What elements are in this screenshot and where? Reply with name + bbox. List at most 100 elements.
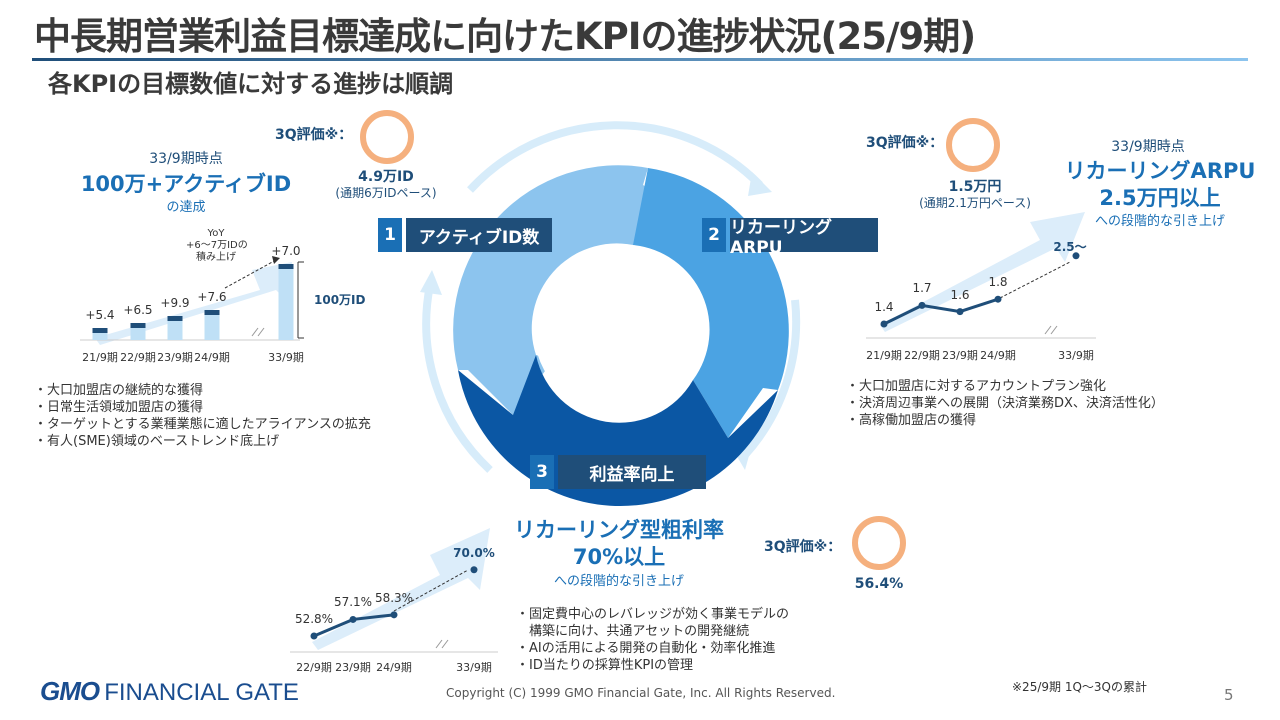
kpi2-point bbox=[918, 301, 926, 309]
kpi3-eval-label: 3Q評価※： bbox=[764, 539, 842, 555]
list-item: ・固定費中心のレバレッジが効く事業モデルの bbox=[516, 607, 790, 622]
step-3-tag: 3 利益率向上 bbox=[530, 455, 706, 489]
page-subtitle: 各KPIの目標数値に対する進捗は順調 bbox=[48, 70, 454, 98]
kpi1-bar bbox=[167, 316, 183, 340]
kpi2-target-sub: への段階的な引き上げ bbox=[1094, 214, 1225, 229]
step-3-label: 利益率向上 bbox=[558, 455, 706, 489]
kpi1-bar-increment bbox=[278, 264, 294, 269]
kpi2-point-label: 1.6 bbox=[950, 287, 970, 302]
kpi3-target-main-1: リカーリング型粗利率 bbox=[514, 518, 724, 542]
kpi2-line-chart bbox=[866, 212, 1096, 339]
step-3-number: 3 bbox=[530, 455, 554, 489]
kpi3-point bbox=[310, 632, 318, 640]
cycle-center-hole bbox=[534, 246, 702, 414]
list-item: ・大口加盟店に対するアカウントプラン強化 bbox=[846, 379, 1107, 394]
cycle-arrowhead-top bbox=[748, 172, 772, 196]
step-2-tag: 2 リカーリングARPU bbox=[702, 218, 878, 258]
list-item: ・高稼働加盟店の獲得 bbox=[846, 413, 977, 428]
kpi3-point-label: 57.1% bbox=[333, 595, 373, 610]
kpi2-point-label: 2.5～ bbox=[1053, 239, 1087, 254]
cycle-arc-left bbox=[422, 284, 493, 473]
kpi3-point-label: 58.3% bbox=[374, 590, 414, 605]
logo-gmo: GMO bbox=[40, 676, 100, 706]
kpi2-series-line bbox=[883, 297, 999, 326]
kpi3-x-label: 33/9期 bbox=[456, 661, 492, 674]
kpi2-point bbox=[956, 308, 964, 316]
kpi3-x-label: 24/9期 bbox=[376, 661, 412, 674]
kpi2-bullets: ・大口加盟店に対するアカウントプラン強化 ・決済周辺事業への展開（決済業務DX、… bbox=[846, 378, 1164, 429]
cycle-arc-right bbox=[742, 299, 801, 458]
kpi1-bar bbox=[204, 310, 220, 340]
logo-name: FINANCIAL GATE bbox=[104, 679, 299, 706]
kpi2-point bbox=[880, 320, 888, 328]
kpi1-eval-note: (通期6万IDペース) bbox=[335, 186, 437, 200]
kpi2-point bbox=[1072, 252, 1080, 260]
kpi2-target-main-1: リカーリングARPU bbox=[1064, 159, 1256, 183]
kpi3-eval-circle bbox=[852, 516, 906, 570]
kpi1-eval-label: 3Q評価※： bbox=[275, 127, 353, 143]
step-1-label: アクティブID数 bbox=[406, 218, 552, 252]
company-logo: GMO FINANCIAL GATE bbox=[40, 676, 299, 707]
list-item: ・大口加盟店の継続的な獲得 bbox=[34, 383, 204, 398]
kpi1-bar-increment bbox=[130, 323, 146, 328]
kpi3-x-label: 22/9期 bbox=[296, 661, 332, 674]
kpi3-eval-value: 56.4% bbox=[854, 576, 904, 592]
kpi1-x-label: 24/9期 bbox=[194, 351, 230, 364]
kpi2-growth-arrow bbox=[880, 212, 1085, 332]
kpi1-bar-increment bbox=[204, 310, 220, 315]
kpi1-eval-value: 4.9万ID bbox=[358, 169, 414, 185]
kpi2-x-label: 33/9期 bbox=[1058, 349, 1094, 362]
kpi2-eval-note: (通期2.1万円ペース) bbox=[919, 196, 1031, 210]
footnote: ※25/9期 1Q～3Qの累計 bbox=[1012, 680, 1147, 694]
kpi3-target-main-2: 70%以上 bbox=[572, 545, 666, 569]
kpi1-bar-label: +7.0 bbox=[271, 244, 301, 258]
kpi1-bar-increment bbox=[92, 328, 108, 333]
step-1-number: 1 bbox=[378, 218, 402, 252]
kpi1-x-label: 21/9期 bbox=[82, 351, 118, 364]
kpi2-point bbox=[994, 295, 1002, 303]
list-item: ・日常生活領域加盟店の獲得 bbox=[34, 400, 204, 415]
kpi1-yoy-note: YoY+6～7万IDの積み上げ bbox=[186, 228, 248, 263]
kpi1-x-label: 33/9期 bbox=[268, 351, 304, 364]
kpi3-point bbox=[349, 615, 357, 623]
kpi1-bar-label: +7.6 bbox=[197, 290, 227, 304]
list-item: ・有人(SME)領域のベーストレンド底上げ bbox=[34, 434, 280, 449]
kpi3-point bbox=[470, 566, 478, 574]
list-item: ・決済周辺事業への展開（決済業務DX、決済活性化） bbox=[846, 396, 1164, 411]
kpi2-x-label: 24/9期 bbox=[980, 349, 1016, 362]
kpi1-x-label: 23/9期 bbox=[157, 351, 193, 364]
list-item: ・ID当たりの採算性KPIの管理 bbox=[516, 658, 694, 673]
page-title: 中長期営業利益目標達成に向けたKPIの進捗状況(25/9期) bbox=[34, 15, 976, 58]
kpi2-x-label: 21/9期 bbox=[866, 349, 902, 362]
copyright: Copyright (C) 1999 GMO Financial Gate, I… bbox=[446, 686, 836, 700]
list-item: 構築に向け、共通アセットの開発継続 bbox=[516, 624, 750, 639]
kpi1-x-label: 22/9期 bbox=[120, 351, 156, 364]
kpi2-eval-circle bbox=[946, 118, 1000, 172]
step-1-tag: 1 アクティブID数 bbox=[378, 218, 552, 252]
kpi2-target-main-2: 2.5万円以上 bbox=[1099, 186, 1221, 210]
kpi3-point-label: 70.0% bbox=[453, 545, 495, 560]
cycle-arc-top bbox=[467, 121, 763, 193]
kpi2-point-label: 1.4 bbox=[874, 300, 894, 314]
kpi2-point-label: 1.7 bbox=[912, 281, 932, 296]
kpi2-target-period: 33/9期時点 bbox=[1111, 139, 1185, 155]
cycle-arrowhead-left bbox=[420, 270, 442, 295]
kpi1-target-main: 100万+アクティブID bbox=[80, 172, 292, 196]
kpi3-point bbox=[390, 611, 398, 619]
kpi1-eval-circle bbox=[360, 110, 414, 164]
kpi2-eval-value: 1.5万円 bbox=[948, 179, 1002, 195]
kpi3-bullets: ・固定費中心のレバレッジが効く事業モデルの 構築に向け、共通アセットの開発継続 … bbox=[516, 606, 789, 674]
kpi1-bar-label: +5.4 bbox=[85, 308, 115, 322]
kpi1-target-period: 33/9期時点 bbox=[149, 151, 223, 167]
step-2-number: 2 bbox=[702, 218, 726, 252]
list-item: ・AIの活用による開発の自動化・効率化推進 bbox=[516, 641, 776, 656]
kpi1-bar-side-label: 100万ID bbox=[314, 293, 366, 307]
kpi2-x-label: 23/9期 bbox=[942, 349, 978, 362]
kpi1-target-sub: の達成 bbox=[166, 200, 206, 215]
kpi3-point-label: 52.8% bbox=[294, 612, 334, 626]
kpi1-bar-label: +9.9 bbox=[160, 296, 190, 310]
list-item: ・ターゲットとする業種業態に適したアライアンスの拡充 bbox=[34, 417, 371, 432]
kpi1-bullets: ・大口加盟店の継続的な獲得 ・日常生活領域加盟店の獲得 ・ターゲットとする業種業… bbox=[34, 382, 371, 450]
page-number: 5 bbox=[1224, 686, 1234, 704]
kpi2-eval-label: 3Q評価※： bbox=[866, 135, 944, 151]
